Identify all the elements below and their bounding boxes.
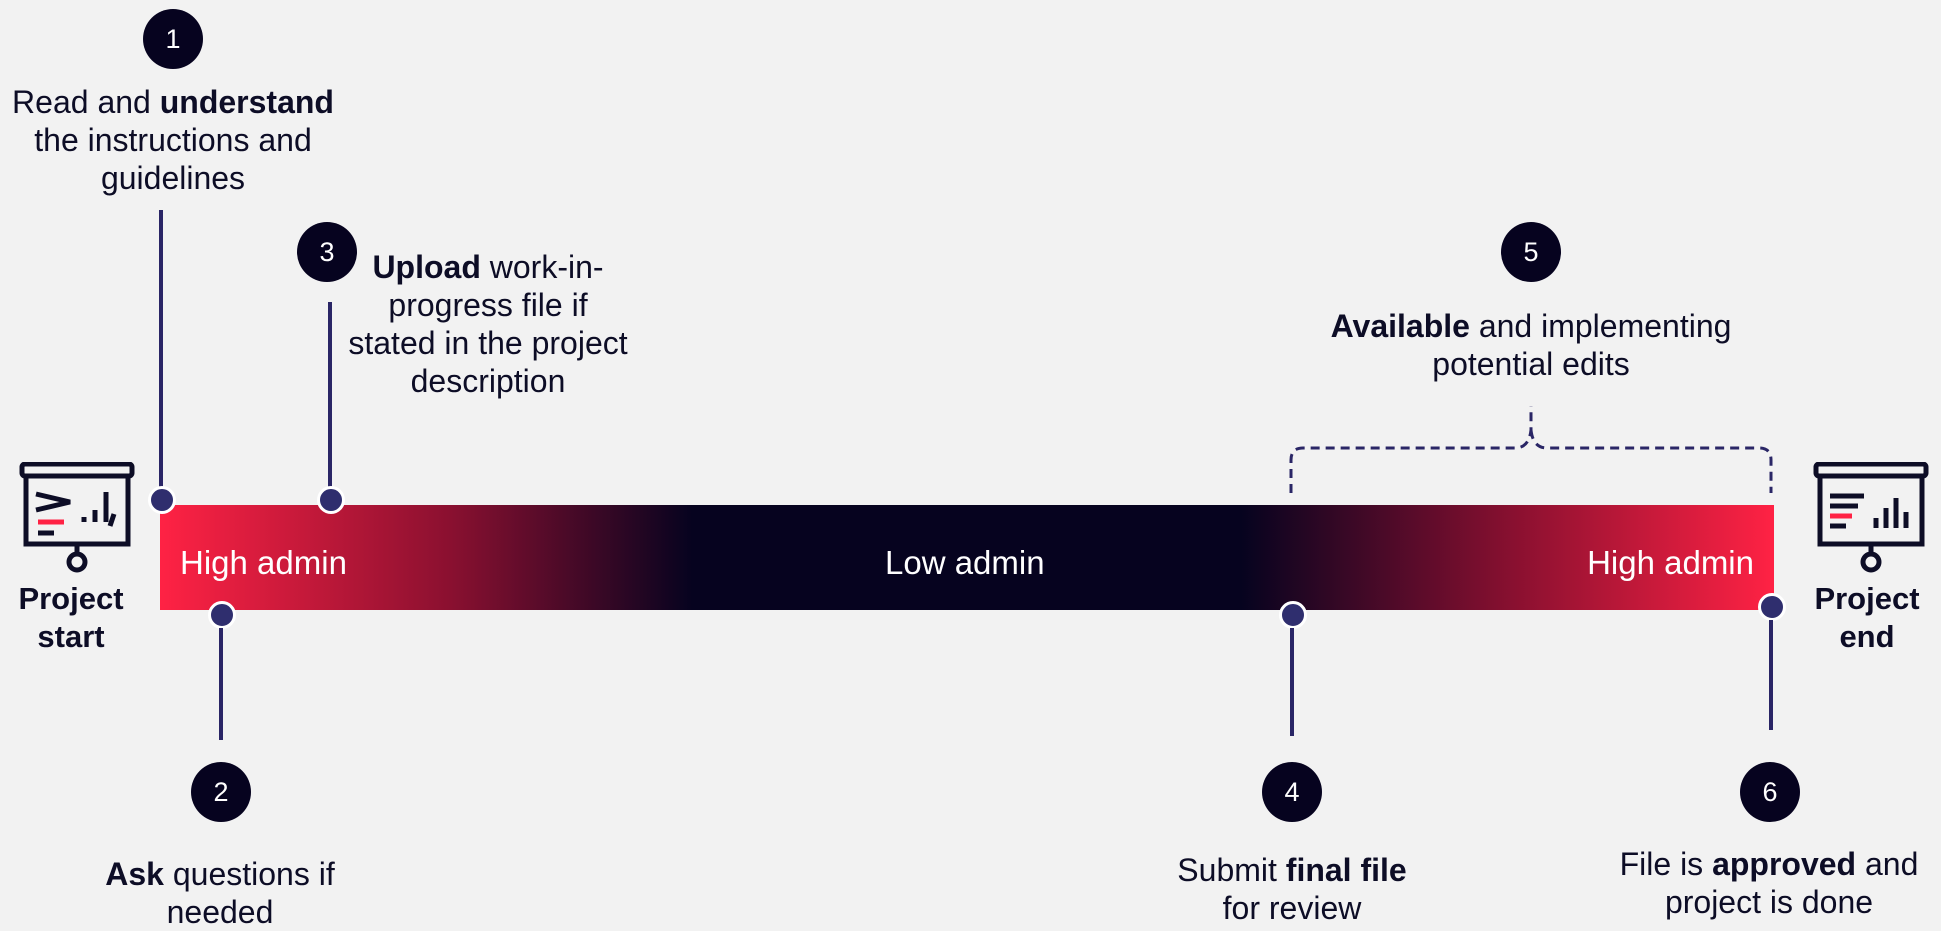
step-1-text-bold: understand [159, 84, 334, 120]
step-1-text-post: the instructions and guidelines [34, 122, 312, 196]
step-5-number-badge: 5 [1501, 222, 1561, 282]
step-1-text-pre: Read and [12, 84, 160, 120]
project-start-line1: Project [18, 581, 124, 616]
step-6-text: File is approved and project is done [1596, 845, 1941, 921]
step-5-text: Available and implementing potential edi… [1300, 307, 1762, 383]
step-6-connector-line [1769, 620, 1773, 730]
project-end-line1: Project [1814, 581, 1920, 616]
step-2-number-badge: 2 [191, 762, 251, 822]
step-2-text-post: questions if needed [163, 856, 335, 930]
step-5-text-post: and implementing potential edits [1432, 308, 1732, 382]
step-3-text-post: work-in-progress file if stated in the p… [348, 249, 628, 399]
presentation-board-icon [18, 461, 136, 579]
presentation-board-chart-icon [1812, 461, 1930, 579]
project-start-label: Project start [8, 580, 134, 656]
step-5-text-bold: Available [1330, 308, 1470, 344]
step-3-text-bold: Upload [372, 249, 481, 285]
step-4-connector-line [1290, 628, 1294, 736]
step-3-text: Upload work-in-progress file if stated i… [342, 248, 634, 400]
step-2-text: Ask questions if needed [100, 855, 340, 931]
bar-label-low-admin: Low admin [885, 544, 1045, 581]
step-2-connector-line [219, 628, 223, 740]
step-4-number-badge: 4 [1262, 762, 1322, 822]
step-3-marker-dot [317, 486, 345, 514]
step-3-connector-line [328, 302, 332, 496]
step-4-text-bold: final file [1285, 852, 1407, 888]
step-2-marker-dot [208, 601, 236, 629]
bar-label-high-admin-left: High admin [180, 544, 347, 581]
project-start-line2: start [37, 619, 105, 654]
step-4-text: Submit final file for review [1160, 851, 1424, 927]
step-6-text-bold: approved [1712, 846, 1857, 882]
project-end-line2: end [1839, 619, 1895, 654]
step-6-text-post: and project is done [1664, 846, 1919, 920]
bar-label-high-admin-right: High admin [1587, 544, 1754, 581]
step-5-dashed-bracket [1289, 406, 1773, 493]
step-1-connector-line [159, 210, 163, 496]
step-6-text-pre: File is [1619, 846, 1713, 882]
step-2-text-bold: Ask [105, 856, 164, 892]
admin-level-bar: High admin Low admin High admin [160, 505, 1774, 610]
project-end-label: Project end [1804, 580, 1930, 656]
step-1-marker-dot [148, 486, 176, 514]
step-6-marker-dot [1758, 593, 1786, 621]
step-3-number-badge: 3 [297, 222, 357, 282]
step-1-text: Read and understand the instructions and… [0, 83, 346, 197]
step-4-text-pre: Submit [1177, 852, 1286, 888]
step-4-text-post: for review [1222, 890, 1362, 926]
step-1-number-badge: 1 [143, 9, 203, 69]
step-6-number-badge: 6 [1740, 762, 1800, 822]
step-4-marker-dot [1279, 601, 1307, 629]
